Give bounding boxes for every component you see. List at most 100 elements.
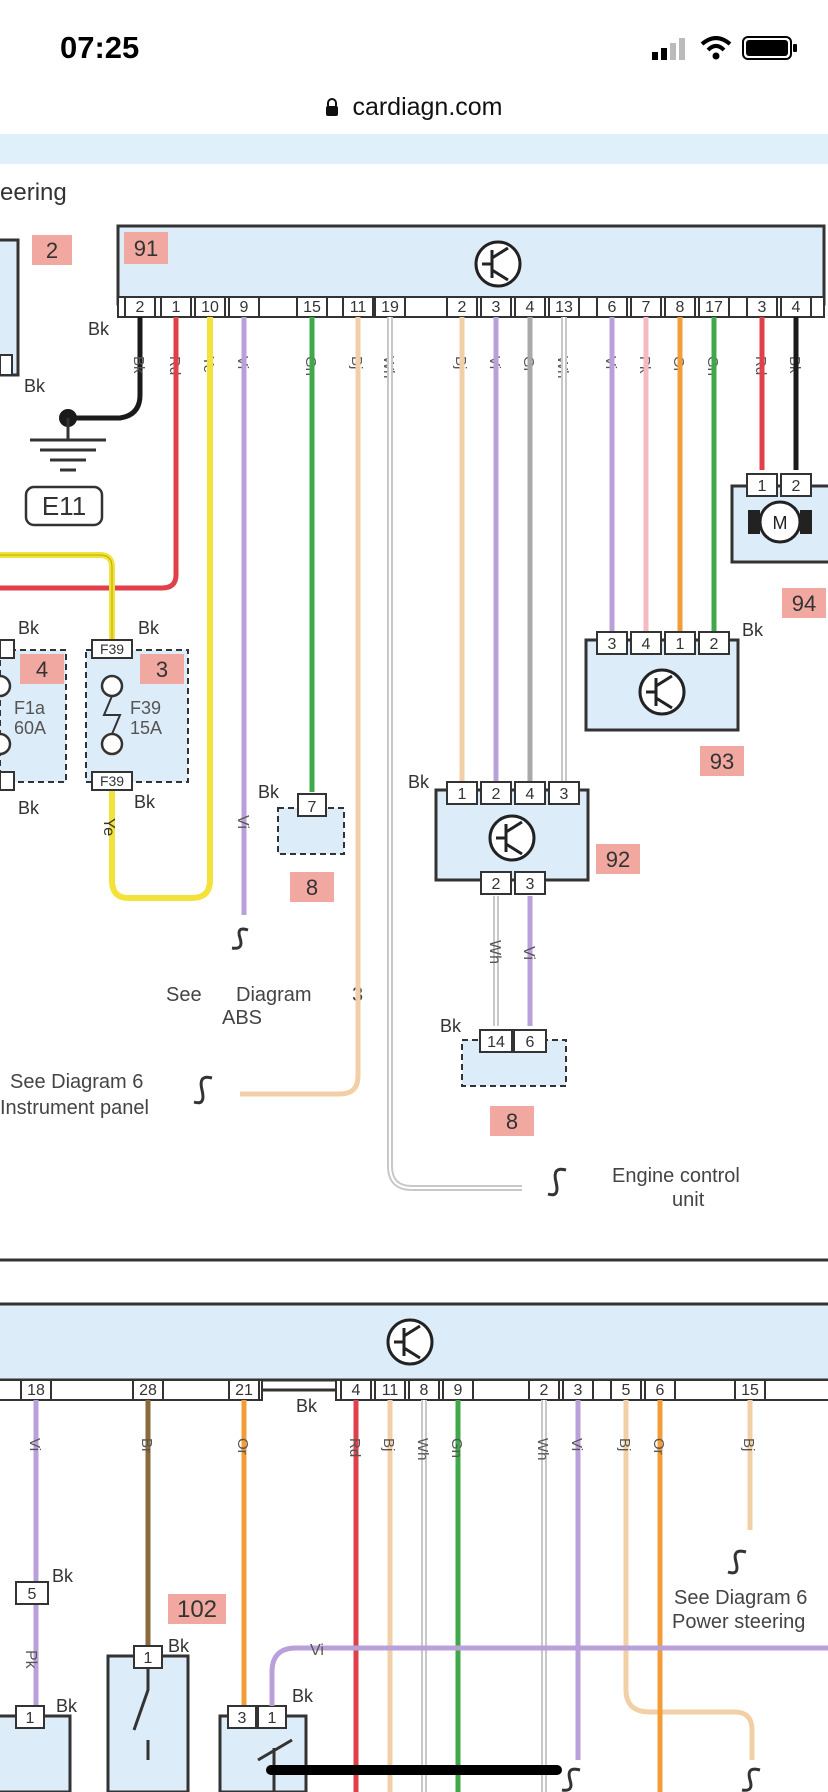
ecu-bottom-pin-label: 8 — [420, 1382, 429, 1399]
sensor-pin-label: 1 — [268, 1710, 277, 1727]
ecu-91-pin-label: 9 — [240, 299, 249, 316]
svg-text:Vi: Vi — [310, 1642, 324, 1659]
wire-label: Rd — [346, 1438, 363, 1457]
ecu-91-pin-label: 11 — [350, 299, 367, 316]
address-bar[interactable]: cardiagn.com — [0, 92, 828, 134]
label-bk-c2: Bk — [24, 376, 46, 396]
ecu-bottom-pin-label: 3 — [574, 1382, 583, 1399]
wire-label: Wh — [534, 1438, 551, 1461]
svg-text:Vi: Vi — [234, 815, 251, 829]
svg-text:Power steering: Power steering — [672, 1611, 805, 1633]
tag-component-4 — [20, 654, 64, 684]
continuation-icon — [231, 927, 249, 950]
ecu-91-pin-label: 1 — [172, 299, 181, 316]
ecu-bottom-pin-label: 4 — [352, 1382, 361, 1399]
svg-text:1: 1 — [26, 1710, 35, 1727]
c94-pin — [780, 473, 812, 497]
svg-text:93: 93 — [710, 749, 734, 774]
svg-text:Pk: Pk — [22, 1650, 39, 1670]
svg-text:Bk: Bk — [292, 1686, 314, 1706]
wire-bj — [623, 1400, 755, 1760]
caption-top: eering — [0, 179, 67, 206]
svg-text:Bk: Bk — [18, 618, 40, 638]
c92-bottom-pin — [514, 871, 546, 895]
continuation-icon-6 — [561, 1767, 581, 1792]
svg-text:Bk: Bk — [134, 792, 156, 812]
ground-label-box — [24, 485, 104, 527]
ecu-91-pin-label: 6 — [608, 299, 617, 316]
ecu-91-pin-label: 17 — [705, 299, 723, 316]
c92-bottom-pin-label: 2 — [492, 876, 501, 893]
tag-component-2 — [32, 235, 72, 265]
svg-text:See Diagram 6: See Diagram 6 — [674, 1587, 807, 1609]
continuation-icon-3 — [547, 1167, 567, 1197]
c93-pin — [630, 631, 662, 655]
tag-component-2-text: 2 — [46, 238, 58, 263]
wire-label: Vi — [568, 1438, 585, 1451]
switch-icon — [132, 1668, 150, 1760]
svg-text:F1a: F1a — [14, 698, 46, 718]
tag-component-94 — [782, 588, 826, 618]
svg-text:Instrument panel: Instrument panel — [0, 1097, 149, 1119]
svg-text:unit: unit — [672, 1189, 705, 1211]
c93-pin — [596, 631, 628, 655]
status-time: 07:25 — [60, 30, 140, 65]
svg-text:Bk: Bk — [742, 620, 764, 640]
tag-ecu-91 — [124, 232, 168, 264]
svg-text:F39: F39 — [100, 641, 124, 657]
ecu-bottom-pin-label: 11 — [382, 1382, 399, 1399]
ground-symbol — [30, 418, 106, 472]
home-indicator[interactable] — [266, 1765, 562, 1775]
c94-pin-label: 2 — [792, 478, 801, 495]
svg-text:Bk: Bk — [18, 798, 40, 818]
c92-top-pin — [446, 781, 478, 805]
cellular-signal-icon — [652, 38, 685, 60]
continuation-icon-2 — [193, 1075, 213, 1105]
svg-text:Bk: Bk — [258, 782, 280, 802]
svg-text:8: 8 — [306, 875, 318, 900]
url-text: cardiagn.com — [352, 92, 503, 121]
tag-component-3-text: 3 — [156, 657, 168, 682]
c8b-pin-label: 6 — [526, 1034, 535, 1051]
lock-icon — [326, 98, 339, 117]
svg-text:5: 5 — [28, 1586, 37, 1603]
svg-text:M: M — [773, 513, 788, 533]
wire-label: Bk — [130, 356, 147, 374]
c92-top-pin — [480, 781, 512, 805]
svg-text:Bk: Bk — [168, 1636, 190, 1656]
sensor-pin-label: 3 — [238, 1710, 247, 1727]
status-bar: 07:25 — [0, 0, 828, 92]
battery-icon — [742, 36, 797, 60]
tag-component-3 — [140, 654, 184, 684]
ecu-91-pin-label: 4 — [526, 299, 535, 316]
svg-text:8: 8 — [506, 1109, 518, 1134]
ecu-bottom-pin-label: 18 — [27, 1382, 45, 1399]
svg-text:F39: F39 — [100, 773, 124, 789]
continuation-icon-5 — [741, 1767, 761, 1792]
c93-pin-label: 1 — [676, 636, 685, 653]
wire-label: Or — [234, 1438, 251, 1455]
transistor-icon-93 — [638, 668, 686, 716]
c93-pin-label: 2 — [710, 636, 719, 653]
wifi-icon — [700, 36, 732, 60]
tag-ecu-91-text: 91 — [134, 236, 158, 261]
tag-component-4-text: 4 — [36, 657, 48, 682]
c92-top-pin — [514, 781, 546, 805]
c92-top-pin-label: 3 — [560, 786, 569, 803]
c92-top-pin-label: 2 — [492, 786, 501, 803]
c94-pin-label: 1 — [758, 478, 767, 495]
svg-text:Bk: Bk — [52, 1566, 74, 1586]
wire-label: Bj — [380, 1438, 397, 1451]
tag-component-93 — [700, 746, 744, 776]
svg-text:Bk: Bk — [56, 1696, 78, 1716]
ecu-91-pin-label: 19 — [381, 299, 399, 316]
transistor-icon — [474, 240, 522, 288]
c94-pin — [746, 473, 778, 497]
c92-top-pin-label: 1 — [458, 786, 467, 803]
svg-text:Bk: Bk — [440, 1016, 462, 1036]
transistor-icon-bottom — [386, 1318, 434, 1366]
ground-label: E11 — [42, 491, 86, 521]
ecu-bottom-pin-label: 6 — [656, 1382, 665, 1399]
